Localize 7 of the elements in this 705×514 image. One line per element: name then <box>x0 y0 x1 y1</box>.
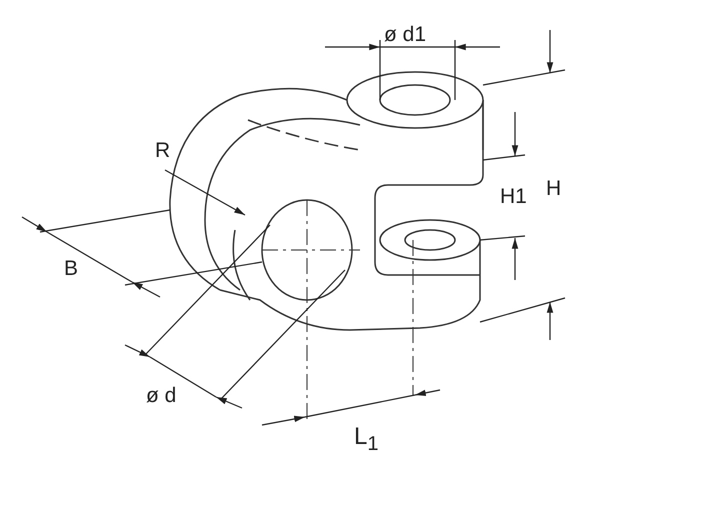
dimension-label: ø d <box>146 385 176 406</box>
dimension-label: H1 <box>500 186 527 207</box>
dimension-label: L$_{1}$ <box>354 425 378 454</box>
dimension-label: B <box>64 258 78 279</box>
dimension-label: ø d1 <box>384 24 426 45</box>
dimension-label: R <box>155 140 170 161</box>
dimension-label: H <box>546 178 562 199</box>
